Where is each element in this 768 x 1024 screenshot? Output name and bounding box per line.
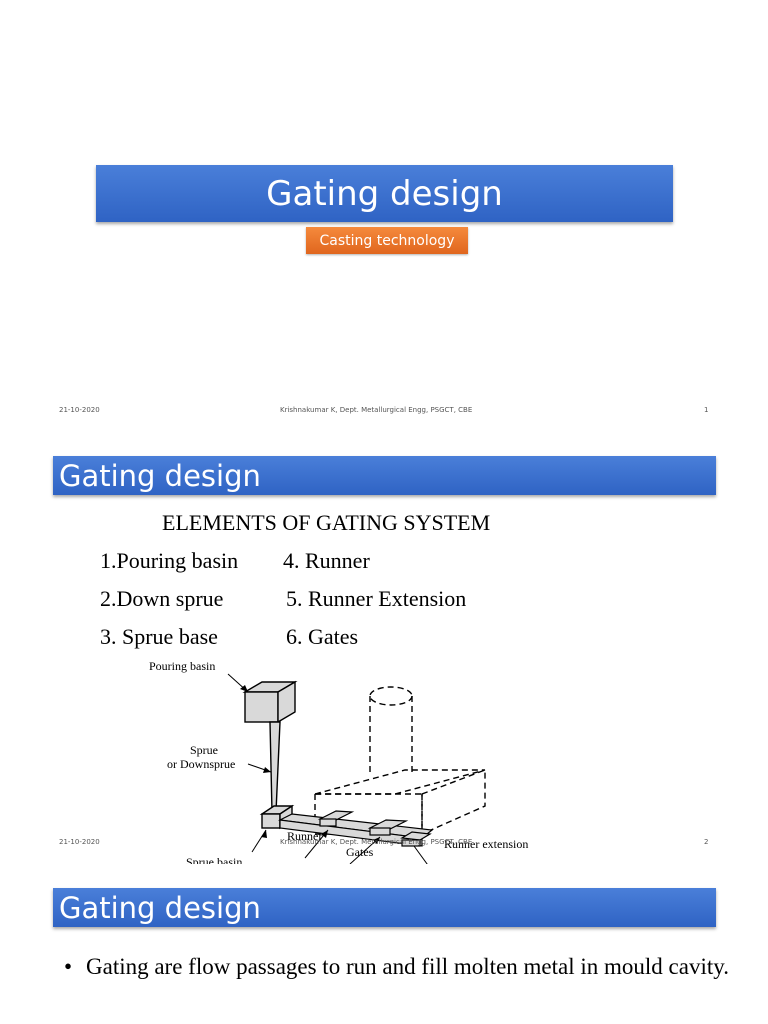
slide-2-footer: 21-10-2020 Krishnakumar K, Dept. Metallu… [0,838,768,850]
bullet-marker: • [64,954,73,979]
slide-2-title: Gating design [53,456,716,495]
pouring-basin-shape [242,680,298,724]
slide-2: Gating design ELEMENTS OF GATING SYSTEM … [0,432,768,864]
element-item: 6. Gates [286,624,359,649]
footer-author: Krishnakumar K, Dept. Metallurgical Engg… [280,406,473,414]
slide-1-title: Gating design [96,165,673,222]
element-item: 1.Pouring basin [100,548,239,573]
element-item: 5. Runner Extension [286,586,467,611]
gating-system-diagram: Pouring basin Sprue or Downsprue Sprue b… [130,654,570,864]
footer-author: Krishnakumar K, Dept. Metallurgical Engg… [280,838,473,846]
slide-1-footer: 21-10-2020 Krishnakumar K, Dept. Metallu… [0,406,768,418]
bullet-text: Gating are flow passages to run and fill… [86,954,729,979]
arrow-heads [240,685,380,844]
label-sprue: Sprue [190,743,218,757]
slide-1-subtitle: Casting technology [306,227,468,254]
slide-1: Gating design Casting technology 21-10-2… [0,0,768,432]
footer-page-number: 1 [704,406,709,414]
label-runner: Runner [287,829,323,843]
gating-diagram-drawing [227,673,486,864]
label-runner-extension: Runner extension [444,837,529,851]
slide-3-title: Gating design [53,888,716,927]
label-downsprue: or Downsprue [167,757,236,771]
slide-3: Gating design • Gating are flow passages… [0,864,768,1024]
footer-date: 21-10-2020 [59,838,100,846]
label-gates: Gates [346,845,374,859]
runner-extension-shape [400,831,432,847]
element-item: 2.Down sprue [100,586,224,611]
footer-date: 21-10-2020 [59,406,100,414]
element-item: 4. Runner [283,548,370,573]
gates-shape [317,810,409,836]
footer-page-number: 2 [704,838,709,846]
label-sprue-basin: Sprue basin [186,855,243,864]
bullet-item: • Gating are flow passages to run and fi… [64,946,744,988]
elements-heading: ELEMENTS OF GATING SYSTEM [162,510,491,535]
label-pouring-basin: Pouring basin [149,659,216,673]
downsprue-shape [269,721,281,813]
element-item: 3. Sprue base [100,624,218,649]
